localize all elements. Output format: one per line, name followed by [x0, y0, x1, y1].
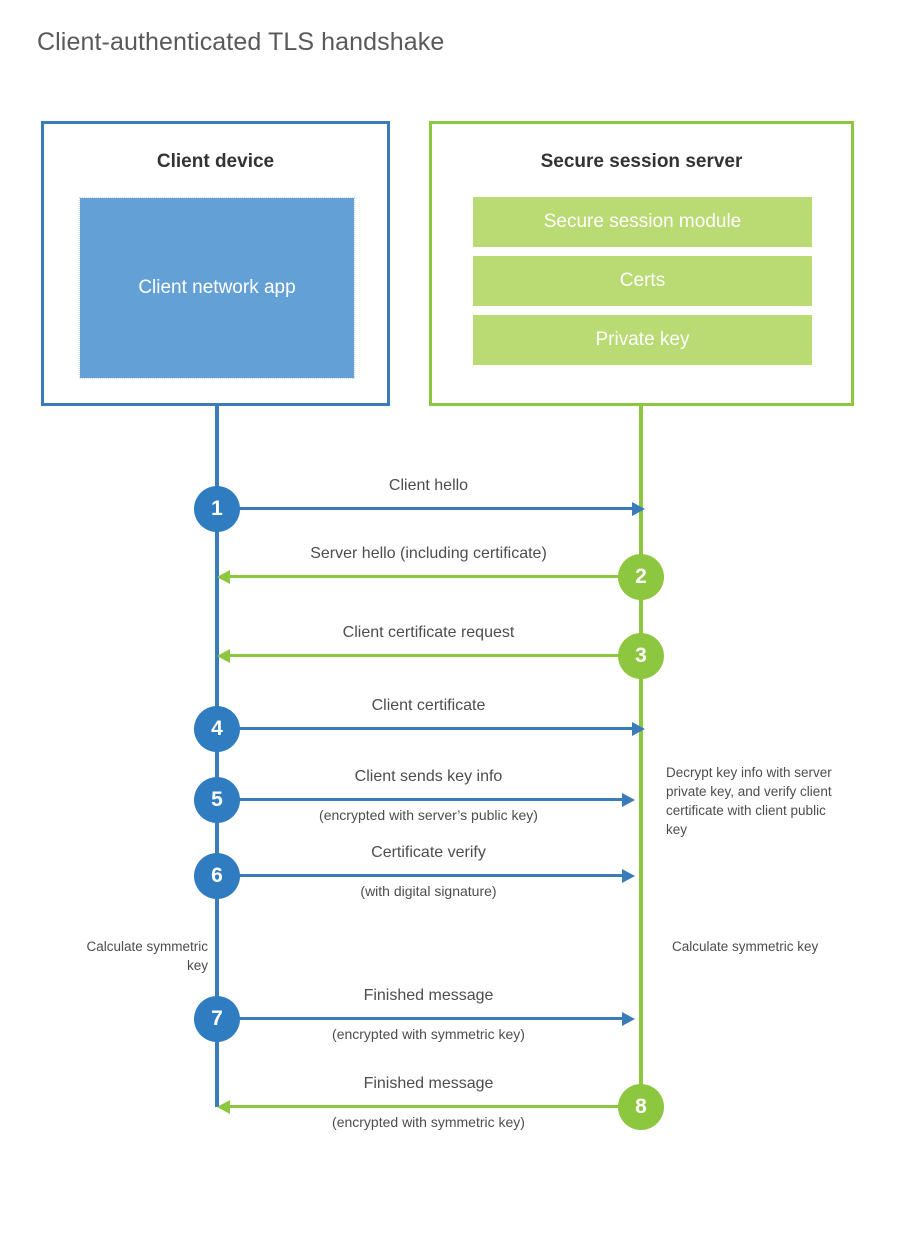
message-line-5: [217, 798, 630, 801]
note-decrypt-key-info: Decrypt key info with server private key…: [666, 765, 832, 838]
page-title: Client-authenticated TLS handshake: [37, 28, 445, 56]
client-device-box: Client device Client network app: [41, 121, 390, 406]
message-label-1: Client hello: [388, 477, 469, 494]
arrowhead-right-icon: [632, 501, 645, 516]
message-label-3: Client certificate request: [342, 624, 515, 641]
step-badge-3: 3: [618, 632, 664, 679]
message-sublabel-8: (encrypted with symmetric key): [332, 1114, 525, 1130]
note-calculate-symmetric-key-server: Calculate symmetric key: [672, 939, 819, 954]
server-module: Certs: [473, 256, 812, 306]
message-line-8: [228, 1105, 641, 1108]
step-badge-4: 4: [194, 705, 240, 752]
message-line-6: [217, 874, 630, 877]
arrowhead-right-icon: [622, 1011, 635, 1026]
arrowhead-left-icon: [217, 1099, 230, 1114]
secure-session-server-title: Secure session server: [540, 151, 743, 172]
message-sublabel-7: (encrypted with symmetric key): [332, 1026, 525, 1042]
message-line-3: [228, 654, 641, 657]
message-line-1: [217, 507, 640, 510]
message-label-8: Finished message: [363, 1075, 494, 1092]
arrowhead-left-icon: [217, 648, 230, 663]
client-network-app-block: Client network app: [79, 197, 355, 379]
step-badge-1: 1: [194, 485, 240, 532]
message-label-7: Finished message: [363, 987, 494, 1004]
message-label-5: Client sends key info: [354, 768, 503, 785]
secure-session-server-box: Secure session server Secure session mod…: [429, 121, 854, 406]
server-lifeline: [639, 406, 643, 1107]
step-badge-8: 8: [618, 1083, 664, 1130]
server-module-list: Secure session module Certs Private key: [473, 197, 812, 365]
note-calculate-symmetric-key-client: Calculate symmetric key: [86, 939, 208, 974]
message-sublabel-6: (with digital signature): [360, 883, 497, 899]
message-label-6: Certificate verify: [371, 844, 486, 861]
message-line-4: [217, 727, 640, 730]
step-badge-2: 2: [618, 553, 664, 600]
client-device-title: Client device: [156, 151, 275, 172]
step-badge-7: 7: [194, 995, 240, 1042]
message-line-2: [228, 575, 641, 578]
step-badge-5: 5: [194, 776, 240, 823]
server-module: Secure session module: [473, 197, 812, 247]
arrowhead-left-icon: [217, 569, 230, 584]
step-badge-6: 6: [194, 852, 240, 899]
arrowhead-right-icon: [632, 721, 645, 736]
server-module: Private key: [473, 315, 812, 365]
client-lifeline: [215, 406, 219, 1107]
message-label-4: Client certificate: [371, 697, 486, 714]
arrowhead-right-icon: [622, 792, 635, 807]
message-line-7: [217, 1017, 630, 1020]
message-label-2: Server hello (including certificate): [310, 545, 547, 562]
message-sublabel-5: (encrypted with server’s public key): [319, 807, 538, 823]
arrowhead-right-icon: [622, 868, 635, 883]
